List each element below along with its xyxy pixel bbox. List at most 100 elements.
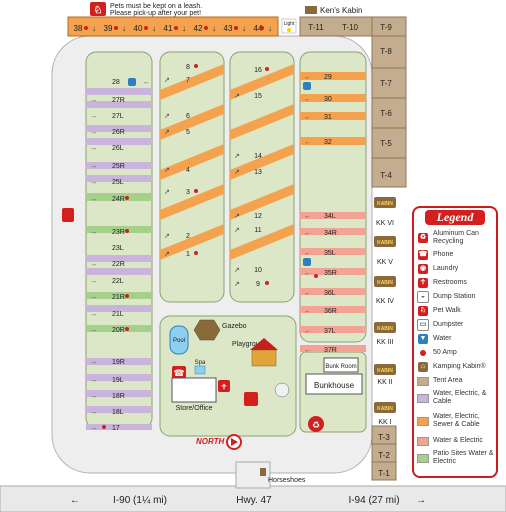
site-23l: 23L <box>112 245 124 252</box>
site-16: 16 <box>254 67 262 74</box>
dump-station-icon <box>274 382 290 398</box>
site-9: 9 <box>256 281 260 288</box>
svg-text:←: ← <box>304 139 311 146</box>
kk-iii: KK III <box>376 339 393 346</box>
patio-sites-swatch <box>417 453 429 463</box>
site-39: 39 <box>104 24 113 33</box>
site-22l: 22L <box>112 278 124 285</box>
top-sites-band <box>67 16 279 37</box>
svg-text:→: → <box>90 163 97 170</box>
spa-label: Spa <box>195 360 206 366</box>
site-40: 40 <box>134 24 143 33</box>
svg-text:→: → <box>90 278 97 285</box>
site-4: 4 <box>186 167 190 174</box>
legend-item-tent-area: Tent Area <box>414 374 496 388</box>
legend-label: 50 Amp <box>433 349 457 356</box>
legend-item-dump-station: ◒ Dump Station <box>414 290 496 304</box>
tent-t1: T-1 <box>378 469 390 478</box>
site-19r: 19R <box>112 359 125 366</box>
site-27l: 27L <box>112 113 124 120</box>
legend-item-recycling: ♻ Aluminum Can Recycling <box>414 228 496 248</box>
svg-text:♘: ♘ <box>94 5 103 16</box>
kk-i: KK I <box>378 419 391 426</box>
svg-text:☥: ☥ <box>221 383 226 391</box>
middle-left-strips <box>160 64 224 260</box>
recycling-icon <box>308 416 324 432</box>
svg-text:→: → <box>90 229 97 236</box>
tent-t6: T-6 <box>380 109 392 118</box>
site-3: 3 <box>186 189 190 196</box>
tent-t8: T-8 <box>380 47 392 56</box>
tent-t3: T-3 <box>378 433 390 442</box>
site-35l: 35L <box>324 250 336 257</box>
legend-label: Phone <box>433 251 454 258</box>
site-38: 38 <box>74 24 83 33</box>
svg-text:→: → <box>90 409 97 416</box>
legend-item-patio-sites: Patio Sites Water & Electric <box>414 448 496 468</box>
legend-item-water-electric-sewer-cable: Water, Electric, Sewer & Cable <box>414 408 496 434</box>
site-32: 32 <box>324 139 332 146</box>
svg-text:↗: ↗ <box>164 77 170 84</box>
legend-item-laundry: ◉ Laundry <box>414 262 496 276</box>
kk-ii: KK II <box>377 379 392 386</box>
site-26r: 26R <box>112 129 125 136</box>
site-35r: 35R <box>324 270 337 277</box>
legend-label: Laundry <box>433 265 459 272</box>
svg-text:♻: ♻ <box>312 420 320 430</box>
site-29: 29 <box>324 74 332 81</box>
legend-panel: Legend ♻ Aluminum Can Recycling ☎ Phone … <box>412 206 498 478</box>
restroom-icon: ☥ <box>418 278 428 288</box>
right-column-labels: 29 30 31 32 34L 34R 35L 35R 36L 36R 37L … <box>324 74 337 354</box>
right-water-icon-top <box>303 82 311 90</box>
site-31: 31 <box>324 114 332 121</box>
middle-left-dots <box>194 64 198 255</box>
site-23r: 23R <box>112 229 125 236</box>
site-25r: 25R <box>112 163 125 170</box>
light-label: Light <box>284 21 295 27</box>
dumpster-icon: ▭ <box>417 319 429 331</box>
bunkhouse-label: Bunkhouse <box>314 381 355 390</box>
spa-icon <box>194 365 206 375</box>
site-37l: 37L <box>324 328 336 335</box>
svg-text:↓: ↓ <box>182 24 186 33</box>
svg-text:↗: ↗ <box>164 251 170 258</box>
site-26l: 26L <box>112 145 124 152</box>
legend-label: Kamping Kabin® <box>433 363 486 370</box>
svg-text:↗: ↗ <box>234 169 240 176</box>
site-37r: 37R <box>324 347 337 354</box>
gazebo-icon <box>193 319 221 341</box>
road-left-label: I-90 (1¼ mi) <box>113 494 167 506</box>
middle-arrows: ↗↗↗↗↗↗↗ ↗↗↗↗↗↗↗ <box>164 77 240 288</box>
svg-text:KABIN: KABIN <box>377 368 393 374</box>
svg-text:↗: ↗ <box>234 267 240 274</box>
tent-area-swatch <box>417 376 429 386</box>
right-column-dots <box>314 274 318 278</box>
svg-text:↓: ↓ <box>92 24 96 33</box>
svg-text:←: ← <box>304 347 311 354</box>
kk-v: KK V <box>377 259 393 266</box>
top-site-labels: 38 39 40 41 42 43 44 <box>74 24 263 33</box>
gazebo-label: Gazebo <box>222 323 247 330</box>
legend-item-restrooms: ☥ Restrooms <box>414 276 496 290</box>
left-column-labels: 28 27R 27L 26R 26L 25R 25L 24R 23R 23L 2… <box>112 79 125 432</box>
middle-right-dots <box>265 67 269 285</box>
road-center-label: Hwy. 47 <box>236 495 272 506</box>
site-36r: 36R <box>324 308 337 315</box>
svg-text:←: ← <box>304 213 311 220</box>
horseshoes-icon <box>260 468 266 476</box>
legend-item-50-amp: 50 Amp <box>414 346 496 360</box>
site-18l: 18L <box>112 409 124 416</box>
svg-text:→: → <box>90 261 97 268</box>
site-5: 5 <box>186 129 190 136</box>
kamping-kabins: KABIN KK VI KABIN KK V KABIN KK IV KABIN… <box>374 197 396 426</box>
site-14: 14 <box>254 153 262 160</box>
tent-t9: T-9 <box>380 23 392 32</box>
legend-label: Dump Station <box>433 293 476 300</box>
svg-text:→: → <box>90 97 97 104</box>
svg-text:↓: ↓ <box>122 24 126 33</box>
recycling-icon: ♻ <box>418 233 428 243</box>
notice-line-2: Please pick-up after your pet! <box>110 10 201 17</box>
svg-text:↓: ↓ <box>152 24 156 33</box>
